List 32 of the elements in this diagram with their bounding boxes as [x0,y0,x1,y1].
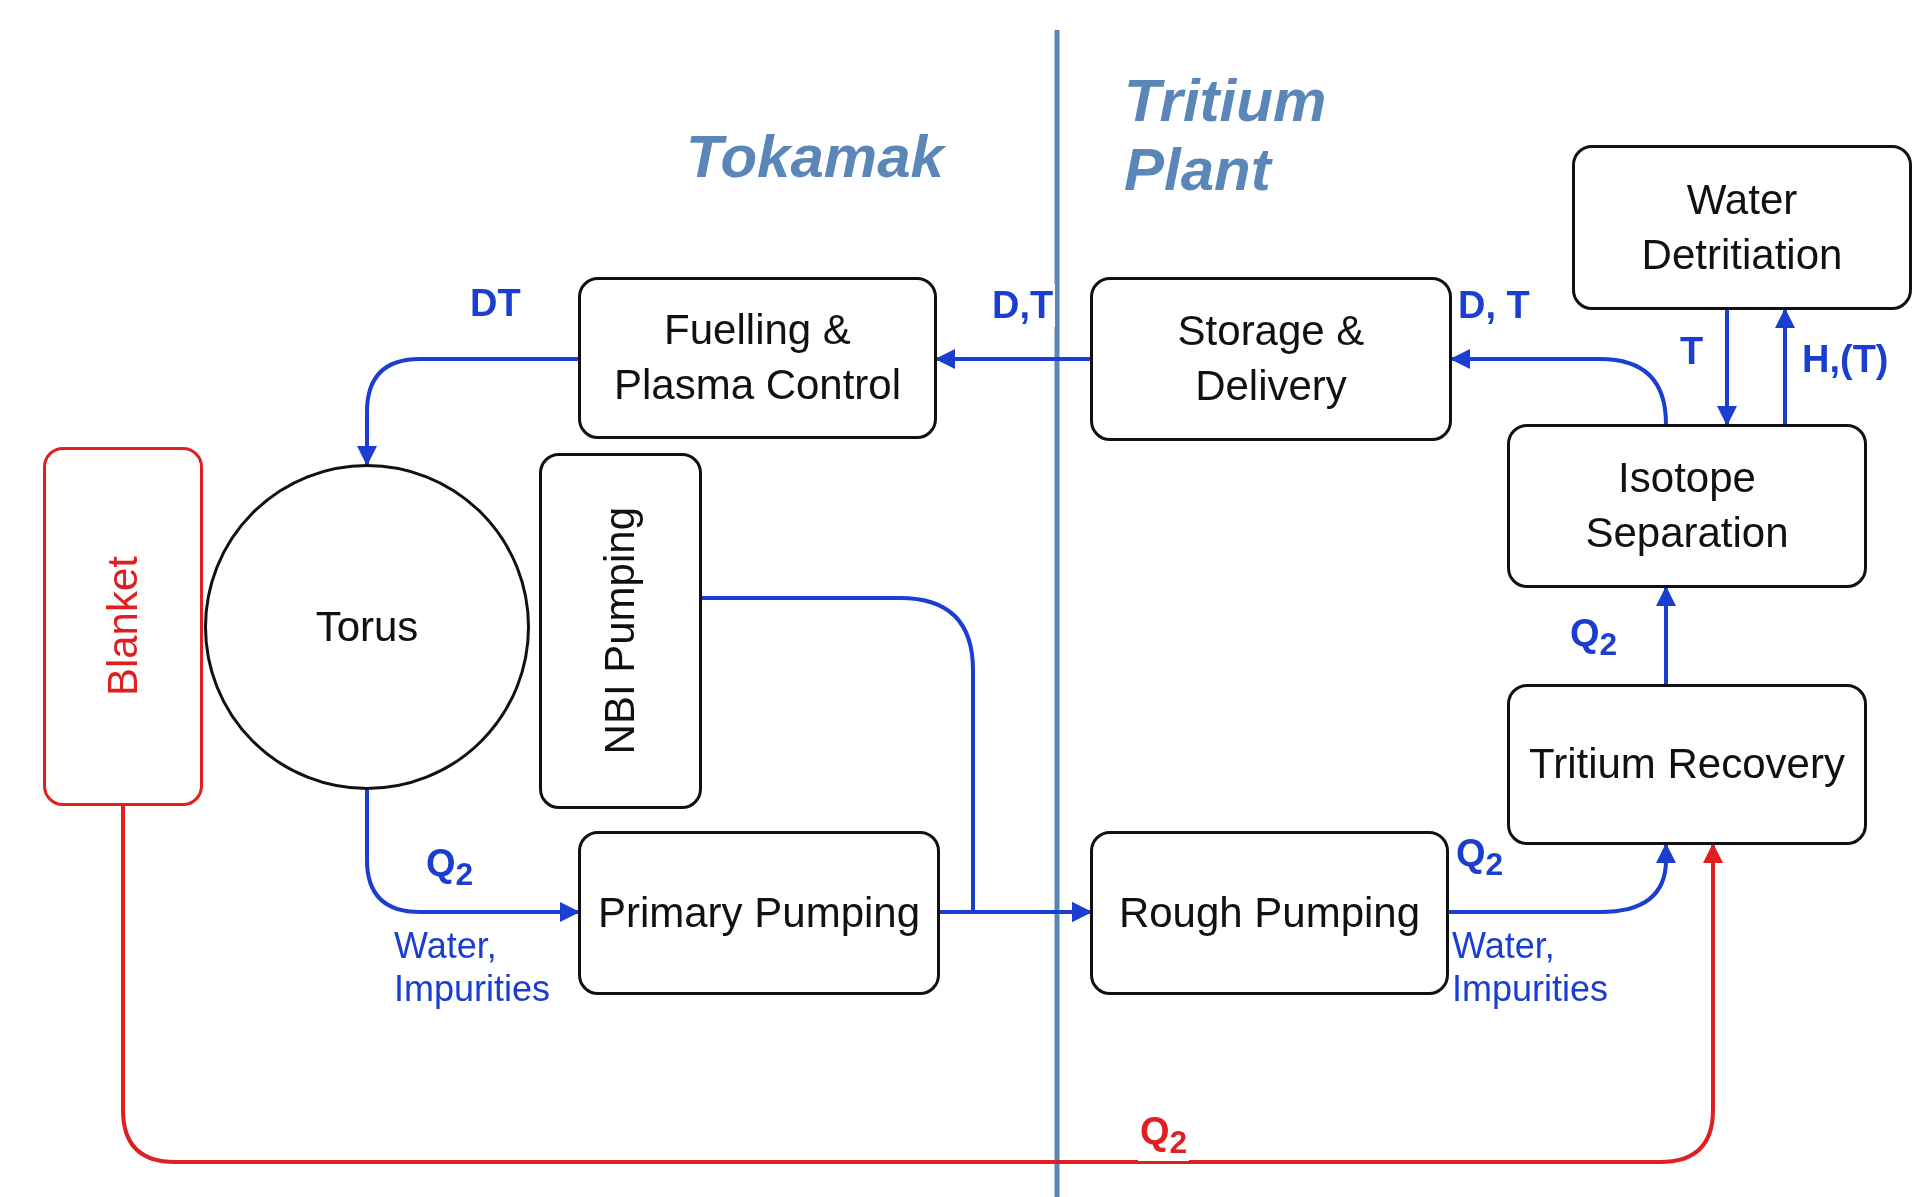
process-box [578,277,937,439]
arrow [1656,586,1676,684]
node-label: Fuelling & Plasma Control [612,305,903,410]
process-box [1090,831,1449,995]
process-box [539,453,702,809]
section-title: Tritium Plant [1124,66,1328,204]
process-box [578,831,940,995]
arrow [365,790,580,922]
node-label: NBI Pumping [595,507,645,755]
arrow [1450,349,1668,425]
arrow [1775,308,1795,424]
node-label: Water Detritiation [1640,174,1844,280]
node-label: Blanket [97,556,147,697]
arrow [121,806,1723,1164]
process-box [43,447,203,806]
process-box [1572,145,1912,310]
node-label: Tritium Recovery [1529,739,1845,790]
process-box [1507,424,1867,588]
arrow [357,357,578,466]
node-label: Storage & Delivery [1176,306,1366,411]
process-box [1507,684,1867,845]
section-title: Tokamak [686,122,947,191]
node-label: Torus [315,601,419,652]
flow-note: Water, Impurities [394,924,552,1011]
node-label: Rough Pumping [1118,887,1421,938]
arrow [1449,843,1676,914]
node-label: Primary Pumping [597,887,921,938]
arrow [935,349,1090,369]
flow-note: Water, Impurities [1452,924,1610,1011]
arrow [1717,310,1737,426]
process-box [1090,277,1452,441]
node-label: Isotope Separation [1584,453,1790,558]
